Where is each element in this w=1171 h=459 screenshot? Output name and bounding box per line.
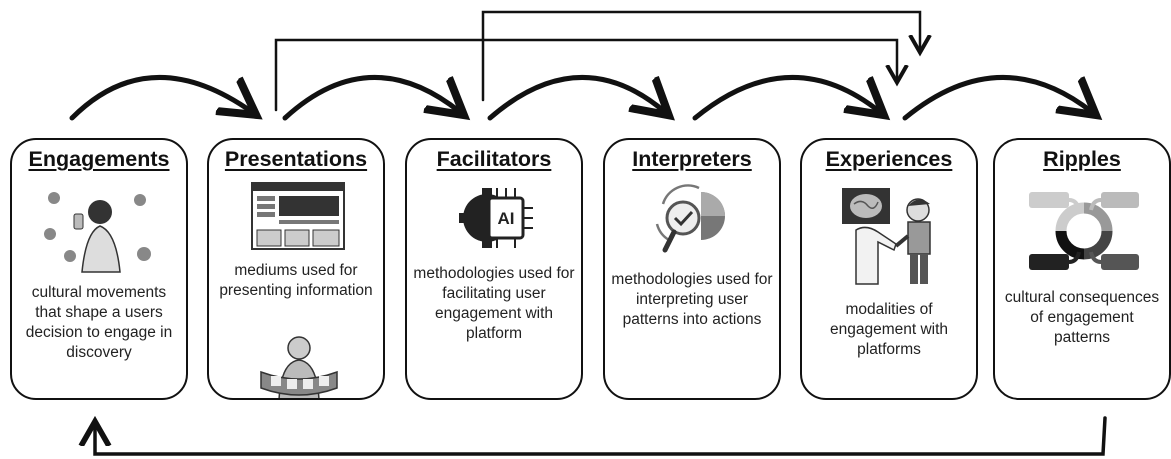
stage-description: mediums used for presenting information [219, 262, 373, 299]
curved-arrow-3 [487, 74, 665, 121]
bracket-arrow-presentations-to-experiences [274, 38, 897, 112]
circular-cycle-arrows-icon [1029, 192, 1139, 270]
stage-description: methodologies used for facilitating user… [413, 265, 575, 342]
stage-title: Experiences [825, 147, 953, 171]
curved-arrow-4 [692, 74, 880, 121]
return-arrow-ripples-to-engagements [95, 418, 1107, 456]
stage-title: Facilitators [436, 147, 552, 171]
doctor-brain-scan-handshake-icon [842, 188, 931, 285]
stage-title: Ripples [1043, 147, 1121, 171]
bracket-arrow-facilitators-to-experiences [481, 10, 920, 102]
stage-description: methodologies used for interpreting user… [611, 271, 773, 328]
person-with-phone-and-social-icons-icon [44, 192, 151, 273]
stage-description: cultural movements that shape a users de… [25, 284, 173, 361]
svg-text:AI: AI [498, 209, 515, 228]
curved-arrow-5 [902, 74, 1092, 121]
stage-ripples: Ripples cultural consequences of engagem… [993, 138, 1171, 400]
stage-presentations: Presentations mediums used for presentin… [207, 138, 385, 400]
curved-arrow-1 [69, 74, 252, 121]
curved-arrow-2 [282, 74, 460, 121]
ai-chip-gear-icon: AI [459, 188, 533, 248]
stage-title: Interpreters [632, 147, 752, 171]
website-wireframe-icon [251, 182, 345, 250]
stage-title: Presentations [224, 147, 368, 171]
stage-facilitators: Facilitators AI methodologies used for f… [405, 138, 583, 400]
stage-engagements: Engagements cultural movements that shap… [10, 138, 188, 400]
stage-interpreters: Interpreters methodologies used for inte… [603, 138, 781, 400]
analysis-magnifier-pie-icon [655, 184, 725, 253]
stage-description: cultural consequences of engagement patt… [1004, 289, 1160, 346]
stage-experiences: Experiences modalities of engagement wit… [800, 138, 978, 400]
stage-description: modalities of engagement with platforms [829, 301, 949, 358]
surround-screen-viewer-icon [260, 336, 338, 398]
stage-title: Engagements [28, 147, 170, 171]
